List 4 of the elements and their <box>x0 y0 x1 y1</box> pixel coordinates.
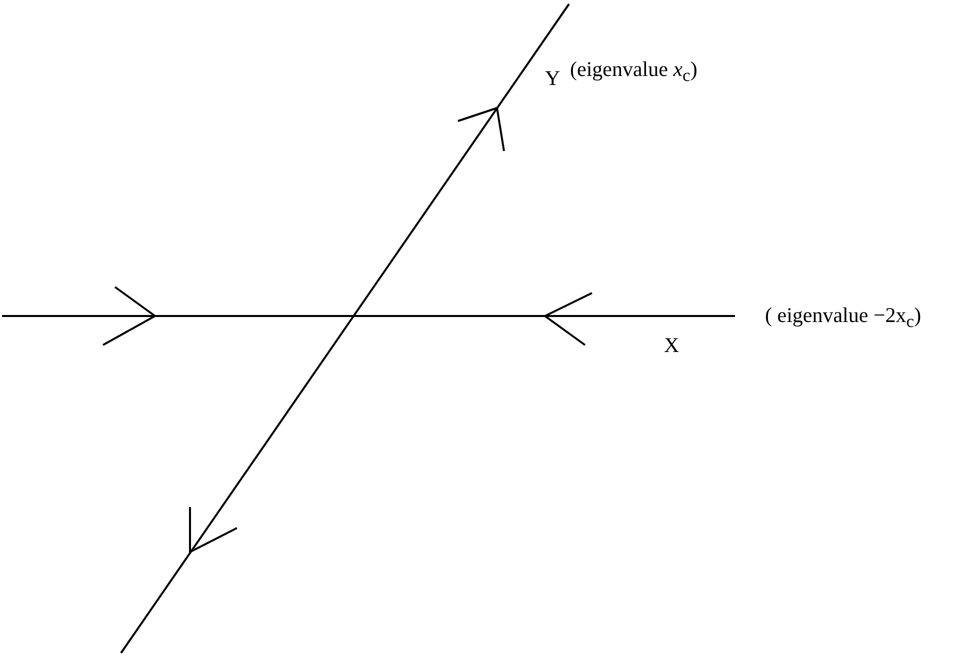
eigenvalue-label: (eigenvalue x$_{c}$) <box>570 59 698 85</box>
eigenvalue-label: ( eigenvalue −2x$_{c}$) <box>765 305 922 331</box>
axis-label: X <box>664 335 680 356</box>
axis-label: Y <box>545 68 560 89</box>
